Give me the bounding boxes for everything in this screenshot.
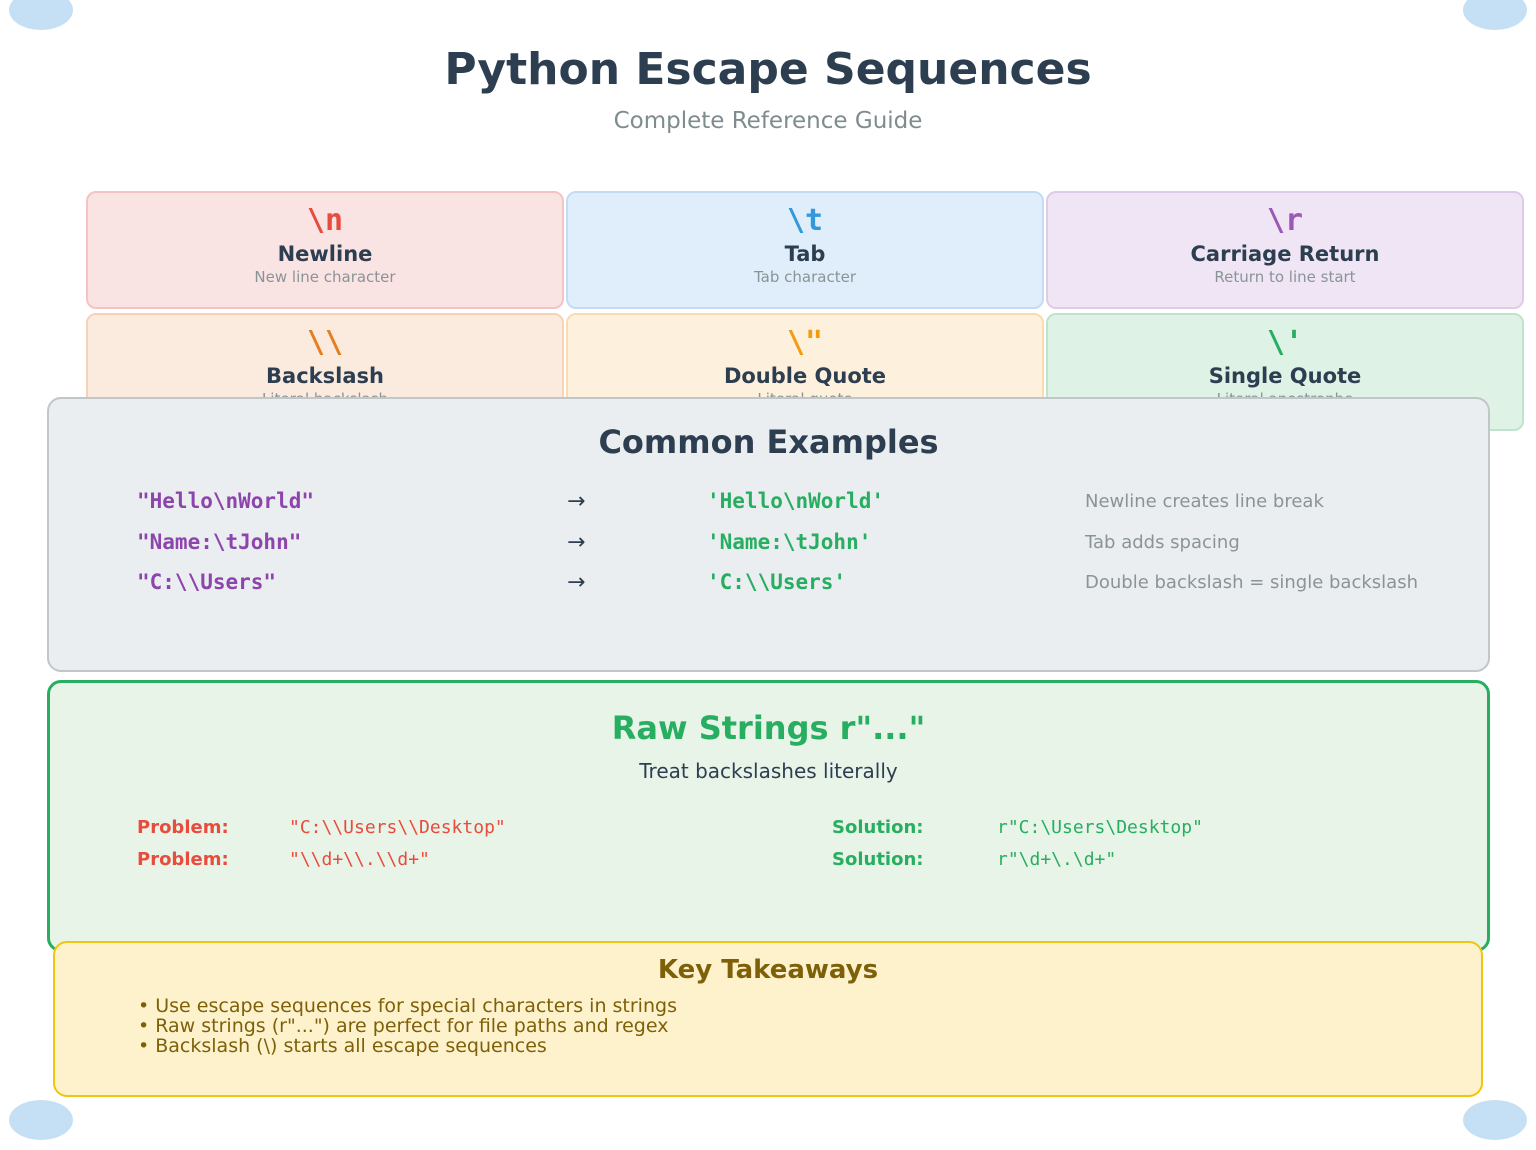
solution-label: Solution: (832, 817, 924, 838)
sequence-code: \\ (306, 325, 344, 360)
arrow-right-icon: → (567, 570, 586, 595)
raw-strings-title: Raw Strings r"..." (611, 709, 926, 747)
takeaway-item: • Raw strings (r"...") are perfect for f… (138, 1015, 669, 1037)
sequence-name: Carriage Return (1190, 242, 1380, 266)
example-note: Tab adds spacing (1085, 532, 1240, 553)
problem-label: Problem: (137, 817, 229, 838)
example-note: Double backslash = single backslash (1085, 572, 1418, 593)
common-examples-panel: Common Examples "Hello\nWorld" → 'Hello\… (47, 397, 1490, 672)
example-output: 'C:\\Users' (707, 570, 847, 594)
key-takeaways-panel: Key Takeaways • Use escape sequences for… (53, 941, 1483, 1097)
example-input: "C:\\Users" (137, 570, 277, 594)
sequence-name: Double Quote (723, 364, 887, 388)
example-row: "C:\\Users" → 'C:\\Users' Double backsla… (49, 570, 1488, 600)
example-note: Newline creates line break (1085, 491, 1324, 512)
sequence-code: \t (786, 203, 824, 238)
sequence-code: \r (1266, 203, 1304, 238)
sequence-name: Tab (784, 242, 826, 266)
sequence-code: \" (786, 325, 824, 360)
sequence-card-newline: \n Newline New line character (86, 191, 564, 309)
problem-label: Problem: (137, 849, 229, 870)
solution-label: Solution: (832, 849, 924, 870)
sequence-code: \n (306, 203, 344, 238)
solution-value: r"\d+\.\d+" (997, 849, 1117, 870)
sequence-card-carriage-return: \r Carriage Return Return to line start (1046, 191, 1524, 309)
corner-decoration-top-left (9, 0, 73, 30)
corner-decoration-bottom-right (1463, 1100, 1527, 1140)
page-title: Python Escape Sequences (444, 44, 1092, 95)
example-row: "Name:\tJohn" → 'Name:\tJohn' Tab adds s… (49, 530, 1488, 560)
example-input: "Name:\tJohn" (137, 530, 302, 554)
raw-strings-subtitle: Treat backslashes literally (639, 759, 898, 783)
takeaway-item: • Use escape sequences for special chara… (138, 995, 677, 1017)
sequence-description: New line character (254, 268, 396, 286)
page-subtitle: Complete Reference Guide (613, 108, 923, 134)
corner-decoration-bottom-left (9, 1100, 73, 1140)
sequence-code: \' (1266, 325, 1304, 360)
problem-value: "C:\\Users\\Desktop" (289, 817, 506, 838)
sequence-description: Return to line start (1214, 268, 1356, 286)
arrow-right-icon: → (567, 489, 586, 514)
raw-string-row: Problem: "\\d+\\.\\d+" Solution: r"\d+\.… (50, 849, 1487, 875)
takeaways-title: Key Takeaways (657, 955, 879, 985)
sequence-name: Backslash (266, 364, 384, 388)
example-row: "Hello\nWorld" → 'Hello\nWorld' Newline … (49, 489, 1488, 519)
sequence-name: Single Quote (1208, 364, 1362, 388)
sequence-description: Tab character (754, 268, 856, 286)
examples-title: Common Examples (598, 423, 939, 461)
raw-strings-panel: Raw Strings r"..." Treat backslashes lit… (47, 680, 1490, 952)
corner-decoration-top-right (1463, 0, 1527, 30)
example-output: 'Hello\nWorld' (707, 489, 885, 513)
problem-value: "\\d+\\.\\d+" (289, 849, 430, 870)
sequence-card-tab: \t Tab Tab character (566, 191, 1044, 309)
example-input: "Hello\nWorld" (137, 489, 315, 513)
sequence-name: Newline (277, 242, 373, 266)
solution-value: r"C:\Users\Desktop" (997, 817, 1203, 838)
example-output: 'Name:\tJohn' (707, 530, 872, 554)
raw-string-row: Problem: "C:\\Users\\Desktop" Solution: … (50, 817, 1487, 843)
arrow-right-icon: → (567, 530, 586, 555)
takeaway-item: • Backslash (\) starts all escape sequen… (138, 1035, 547, 1057)
